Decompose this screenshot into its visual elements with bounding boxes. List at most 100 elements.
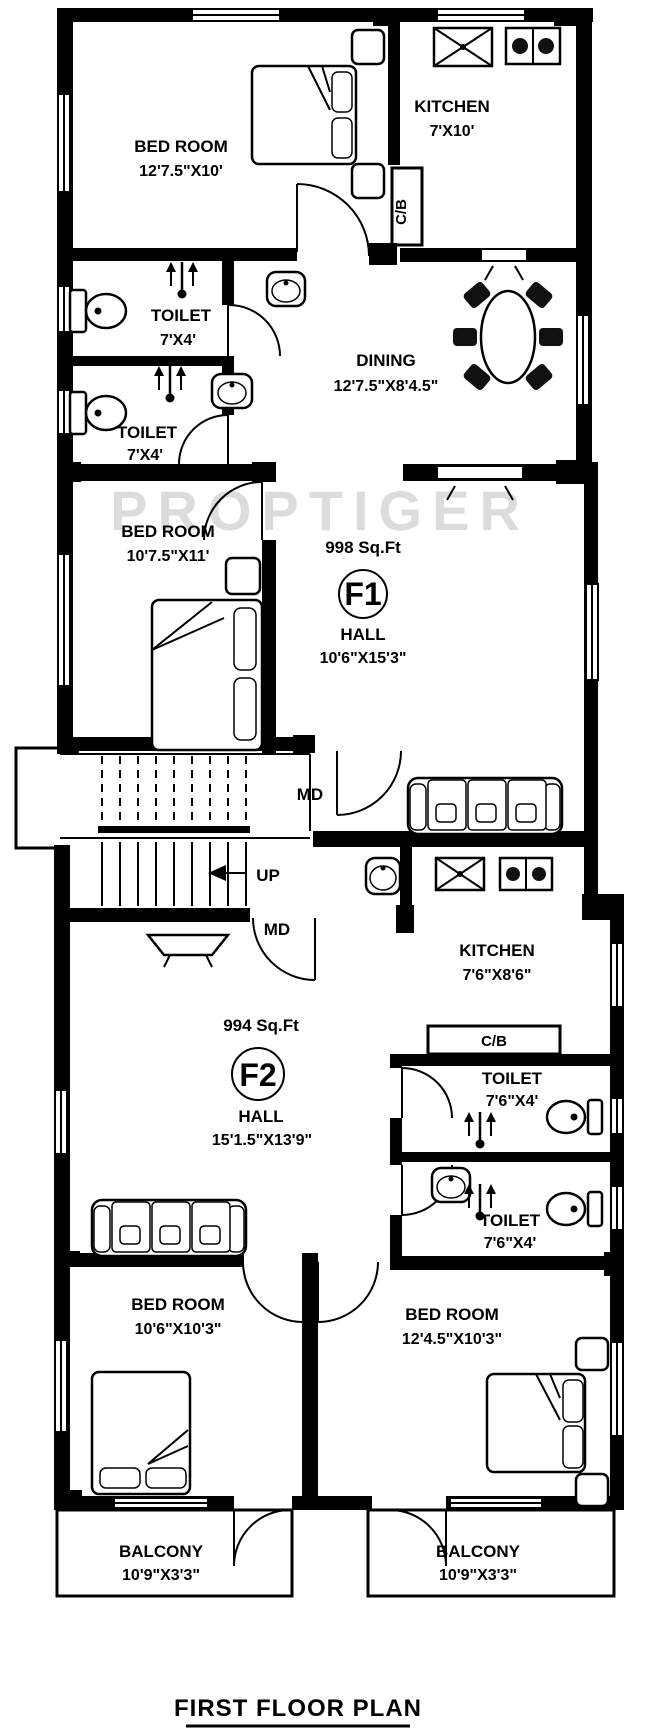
toilet2-dims: 7'X4' — [127, 447, 163, 464]
door-md2 — [252, 917, 316, 981]
f2-unit-circle — [231, 1047, 285, 1101]
toilet1-name: TOILET — [151, 306, 212, 325]
window-bottom-bedroom3 — [113, 1497, 209, 1509]
door-toilet3 — [401, 1067, 453, 1119]
sink-icon-kitchen2 — [434, 856, 486, 892]
toilet3-name: TOILET — [482, 1069, 543, 1088]
balcony-right-dims: 10'9"X3'3" — [439, 1567, 517, 1584]
kitchen1-name: KITCHEN — [414, 97, 490, 116]
window-right-toilet4 — [610, 1185, 624, 1231]
walls — [54, 8, 624, 1510]
basin-icon-toilet1 — [265, 270, 307, 308]
window-left-bedroom1 — [57, 93, 71, 193]
staircase — [60, 753, 311, 968]
bedroom1-dims: 12'7.5"X10' — [139, 163, 223, 180]
bed-icon-bedroom4 — [485, 1336, 610, 1508]
shower-icon-toilet3 — [462, 1110, 498, 1150]
hall1-cased-opening — [436, 465, 524, 501]
bedroom2-dims: 10'7.5"X11' — [127, 548, 210, 565]
f2-area: 994 Sq.Ft — [223, 1016, 299, 1035]
toilet4-dims: 7'6"X4' — [484, 1235, 537, 1252]
window-top-kitchen — [436, 8, 526, 22]
f1-area: 998 Sq.Ft — [325, 538, 401, 557]
sofa-icon-hall2 — [90, 1198, 248, 1258]
door-toilet1 — [227, 303, 281, 357]
window-right-dining — [576, 314, 590, 406]
bed-icon-bedroom1 — [250, 28, 386, 200]
up-arrow-icon — [208, 865, 246, 881]
window-right-kitchen2 — [610, 942, 624, 1008]
wc-icon-toilet2 — [68, 390, 128, 436]
balcony-left-wall — [55, 1508, 294, 1598]
stair-base-marker — [145, 933, 231, 968]
hall1-dims: 10'6"X15'3" — [320, 650, 407, 667]
hall1-name: HALL — [340, 625, 385, 644]
toilet4-name: TOILET — [480, 1211, 541, 1230]
stair-bumpout-wall — [14, 746, 60, 850]
door-balcony-left — [233, 1509, 291, 1567]
kitchen2-dims: 7'6"X8'6" — [462, 967, 531, 984]
basin-icon-hall2 — [364, 856, 402, 896]
hall2-name: HALL — [238, 1107, 283, 1126]
door-bedroom1 — [296, 183, 370, 257]
bed-icon-bedroom2 — [150, 556, 264, 752]
toilet2-name: TOILET — [117, 423, 178, 442]
door-bedroom2 — [203, 481, 263, 541]
window-right-hall1 — [585, 583, 599, 681]
door-balcony-right — [389, 1509, 447, 1567]
bedroom2-name: BED ROOM — [121, 522, 215, 541]
bedroom3-name: BED ROOM — [131, 1295, 225, 1314]
kitchen2-name: KITCHEN — [459, 941, 535, 960]
wc-icon-toilet3 — [545, 1098, 604, 1136]
window-left-toilet1 — [57, 285, 71, 333]
bedroom1-name: BED ROOM — [134, 137, 228, 156]
window-left-toilet2 — [57, 389, 71, 435]
dining-name: DINING — [356, 351, 416, 370]
plan-title-text: FIRST FLOOR PLAN — [174, 1695, 422, 1722]
door-md1 — [336, 750, 402, 816]
window-left-bedroom3 — [54, 1339, 68, 1433]
window-right-toilet3 — [610, 1097, 624, 1135]
f1-unit: F1 — [344, 576, 381, 612]
balcony-right-wall — [366, 1508, 616, 1598]
door-toilet2 — [178, 414, 229, 465]
dining-table-icon — [453, 282, 563, 390]
window-left-hall2 — [54, 1089, 68, 1155]
up-label: UP — [256, 866, 280, 885]
room-labels: BED ROOM 12'7.5"X10' KITCHEN 7'X10' C/B … — [117, 97, 562, 1584]
wc-icon-toilet1 — [68, 288, 128, 334]
door-bedroom3 — [242, 1261, 304, 1323]
window-left-bedroom2 — [57, 553, 71, 687]
plan-title: FIRST FLOOR PLAN — [174, 1695, 422, 1728]
bedroom4-name: BED ROOM — [405, 1305, 499, 1324]
shower-icon-toilet1 — [164, 260, 200, 300]
basin-icon-toilet4 — [430, 1166, 472, 1204]
wc-icon-toilet4 — [545, 1190, 604, 1228]
toilet3-dims: 7'6"X4' — [486, 1093, 539, 1110]
stove-icon-kitchen2 — [498, 856, 554, 892]
f2-unit: F2 — [239, 1057, 276, 1093]
watermark-text: PROPTIGER — [110, 479, 530, 542]
md2-label: MD — [264, 920, 290, 939]
basin-icon-toilet2 — [210, 372, 254, 410]
door-bedroom4 — [317, 1261, 379, 1323]
kitchen1-passthrough — [480, 248, 528, 281]
dining-dims: 12'7.5"X8'4.5" — [334, 378, 439, 395]
balcony-left-dims: 10'9"X3'3" — [122, 1567, 200, 1584]
cb1-label: C/B — [393, 199, 410, 225]
stove-icon-kitchen1 — [504, 26, 562, 66]
kitchen1-dims: 7'X10' — [430, 123, 475, 140]
bedroom4-dims: 12'4.5"X10'3" — [402, 1331, 502, 1348]
sofa-icon-hall1 — [406, 776, 564, 836]
window-bottom-bedroom4 — [449, 1497, 543, 1509]
f1-unit-circle — [338, 569, 388, 619]
balcony-left-name: BALCONY — [119, 1542, 204, 1561]
cb2-label: C/B — [481, 1033, 507, 1050]
shower-icon-toilet2 — [152, 364, 188, 404]
sink-icon-kitchen1 — [432, 26, 494, 68]
window-right-bedroom4 — [610, 1341, 624, 1437]
bedroom3-dims: 10'6"X10'3" — [135, 1321, 222, 1338]
md1-label: MD — [297, 785, 323, 804]
